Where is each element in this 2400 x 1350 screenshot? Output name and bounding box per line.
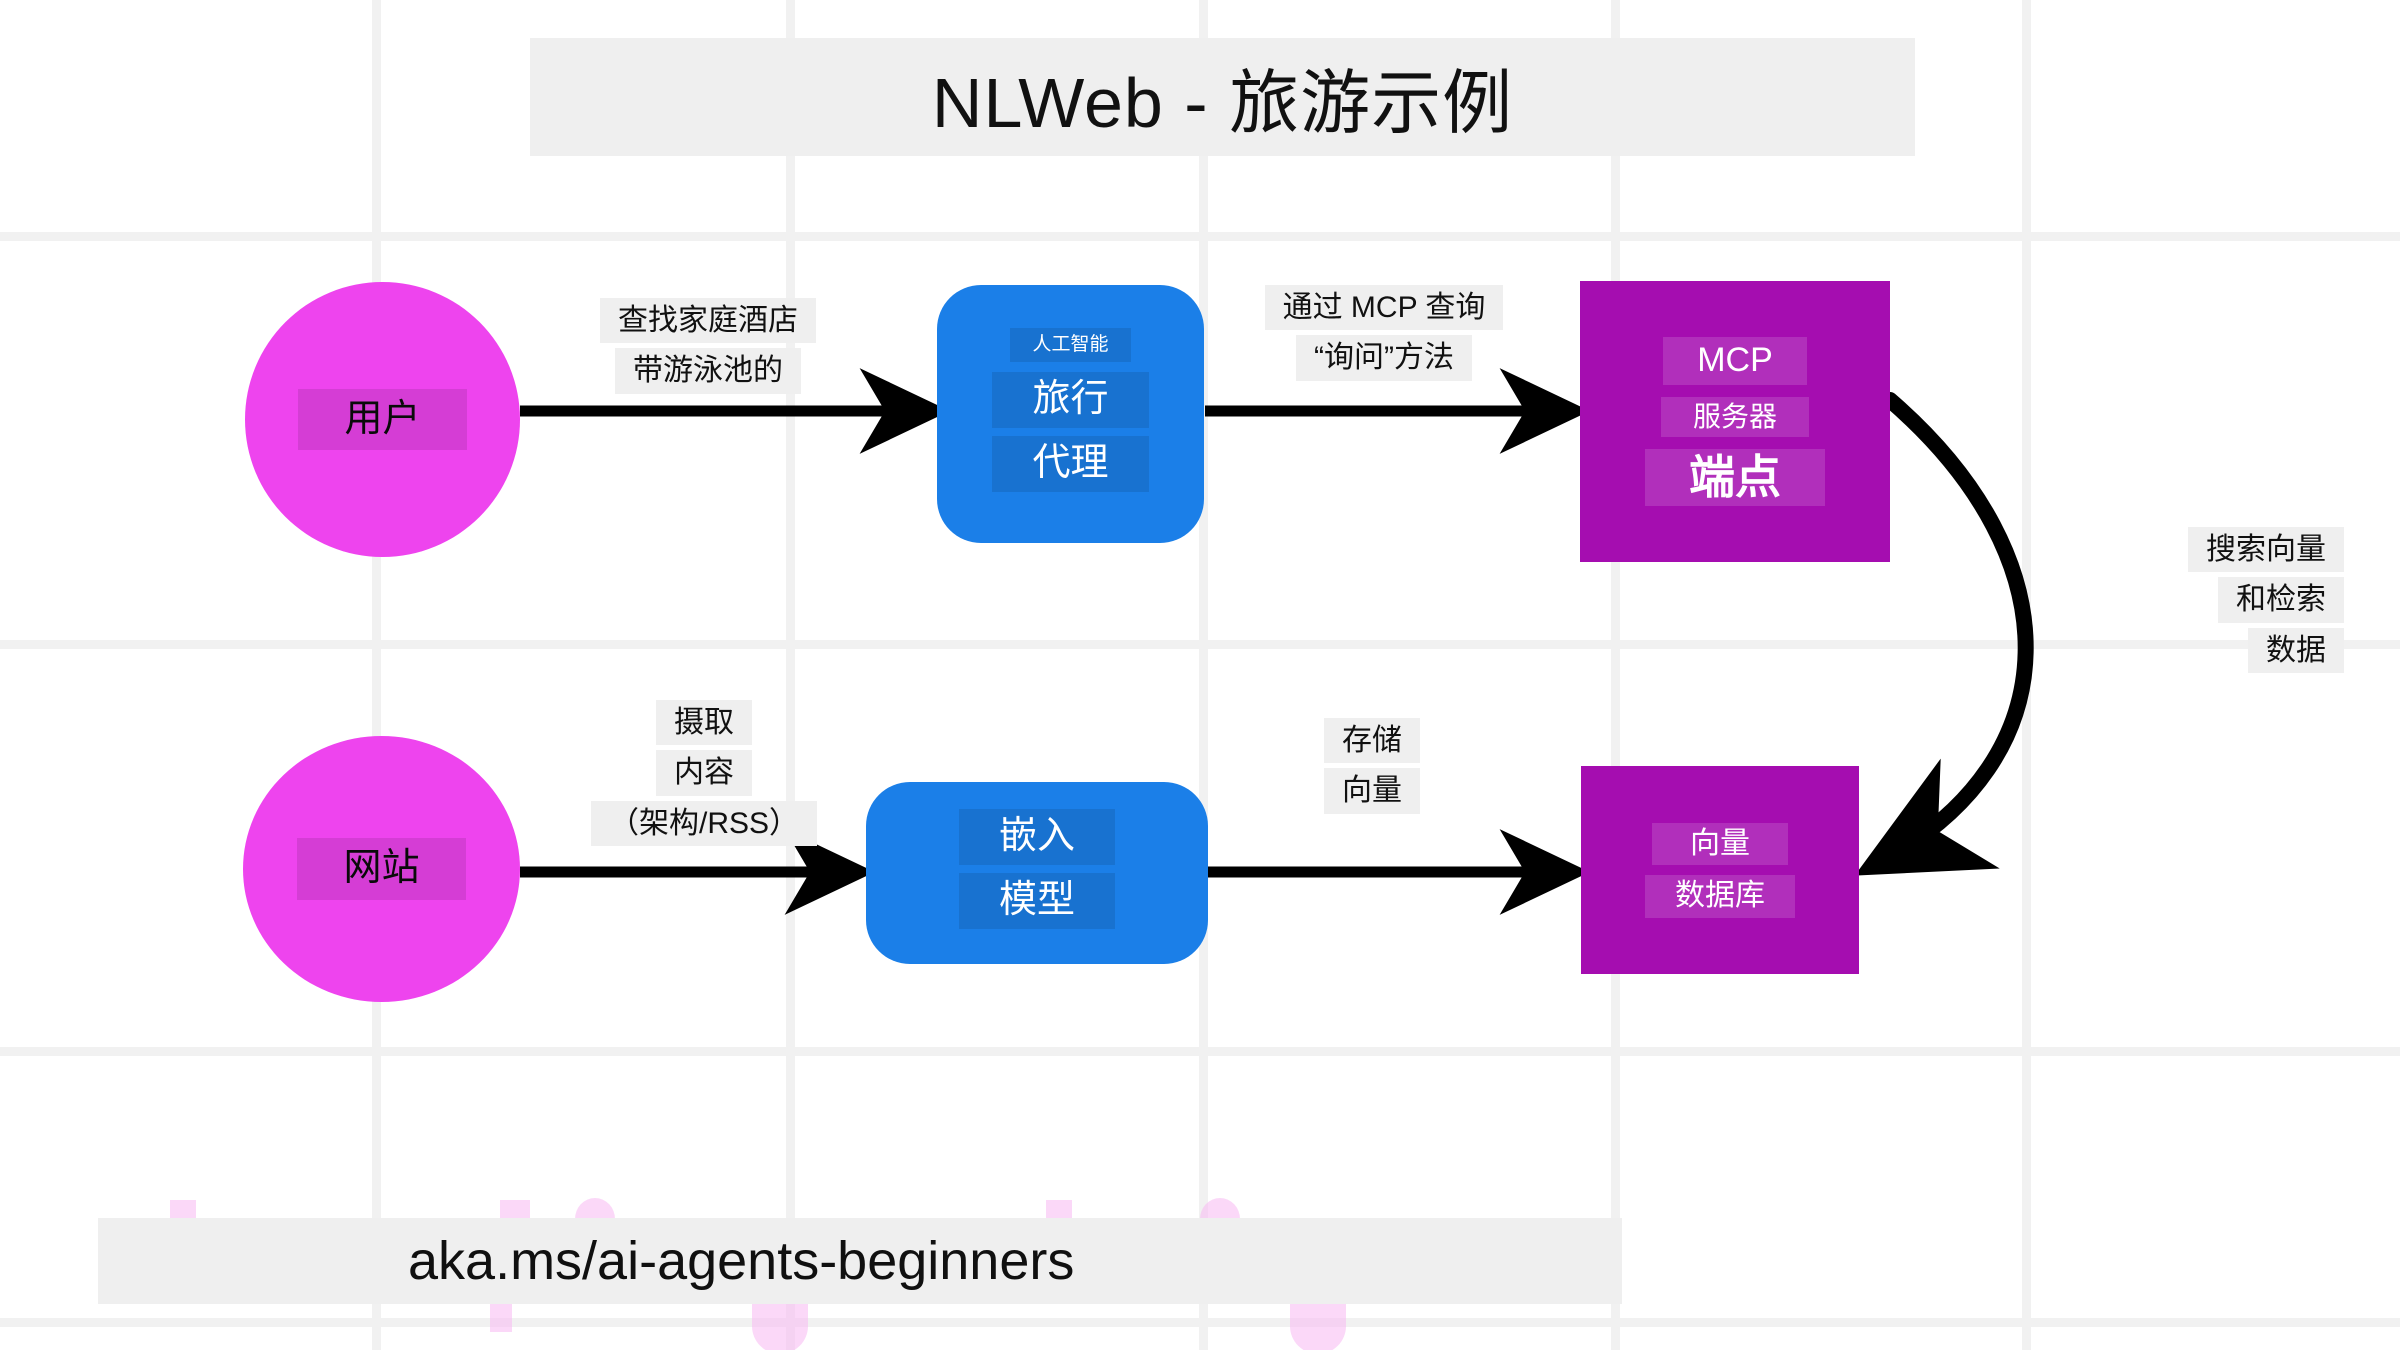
edge-label-line: 向量 <box>1324 768 1420 814</box>
node-agent-line1: 人工智能 <box>1010 328 1131 363</box>
node-vector-database[interactable]: 向量 数据库 <box>1581 766 1859 974</box>
node-mcp-server-endpoint[interactable]: MCP 服务器 端点 <box>1580 281 1890 562</box>
edge-label-agent-to-mcp: 通过 MCP 查询 “询问”方法 <box>1234 285 1534 386</box>
node-embedding-line2: 模型 <box>958 873 1115 929</box>
title-highlight-band <box>530 38 1915 156</box>
edge-label-line: （架构/RSS） <box>590 800 818 847</box>
node-embedding-model[interactable]: 嵌入 模型 <box>866 782 1208 964</box>
edge-label-line: “询问”方法 <box>1296 335 1472 381</box>
edge-label-embedding-to-vectordb: 存储 向量 <box>1272 718 1472 819</box>
node-user-label: 用户 <box>298 388 467 451</box>
node-agent-line2: 旅行 <box>992 372 1149 428</box>
edge-label-line: 存储 <box>1324 718 1420 764</box>
node-website[interactable]: 网站 <box>243 736 520 1002</box>
edge-label-line: 数据 <box>2248 627 2344 674</box>
edge-label-line: 和检索 <box>2218 577 2344 623</box>
node-embedding-line1: 嵌入 <box>958 809 1115 865</box>
edge-label-website-to-embedding: 摄取 内容 （架构/RSS） <box>584 700 824 851</box>
page-title: NLWeb - 旅游示例 <box>931 63 1514 142</box>
node-website-label: 网站 <box>297 838 466 900</box>
footer-highlight-band <box>98 1218 1622 1304</box>
node-mcp-line1: MCP <box>1663 337 1807 385</box>
edge-label-line: 摄取 <box>656 700 752 746</box>
watermark-shape <box>490 1298 512 1332</box>
edge-label-mcp-to-vectordb: 搜索向量 和检索 数据 <box>2028 527 2344 678</box>
node-mcp-line3: 端点 <box>1645 448 1825 506</box>
footer-link[interactable]: aka.ms/ai-agents-beginners <box>408 1231 1075 1291</box>
edge-label-line: 搜索向量 <box>2188 527 2344 573</box>
node-agent-line3: 代理 <box>992 435 1149 492</box>
edge-label-line: 带游泳池的 <box>615 348 801 394</box>
edge-label-line: 通过 MCP 查询 <box>1264 285 1504 331</box>
watermark-shape <box>1290 1298 1346 1350</box>
node-vectordb-line1: 向量 <box>1652 822 1788 865</box>
node-ai-travel-agent[interactable]: 人工智能 旅行 代理 <box>937 285 1204 543</box>
watermark-shape <box>752 1298 808 1350</box>
node-user[interactable]: 用户 <box>245 282 520 557</box>
edge-label-line: 内容 <box>656 750 752 796</box>
node-vectordb-line2: 数据库 <box>1645 875 1795 918</box>
node-mcp-line2: 服务器 <box>1660 396 1809 437</box>
arrow-mcp-to-vectordb <box>1854 392 2034 876</box>
edge-label-user-to-agent: 查找家庭酒店 带游泳池的 <box>513 298 903 399</box>
edge-label-line: 查找家庭酒店 <box>600 298 816 344</box>
